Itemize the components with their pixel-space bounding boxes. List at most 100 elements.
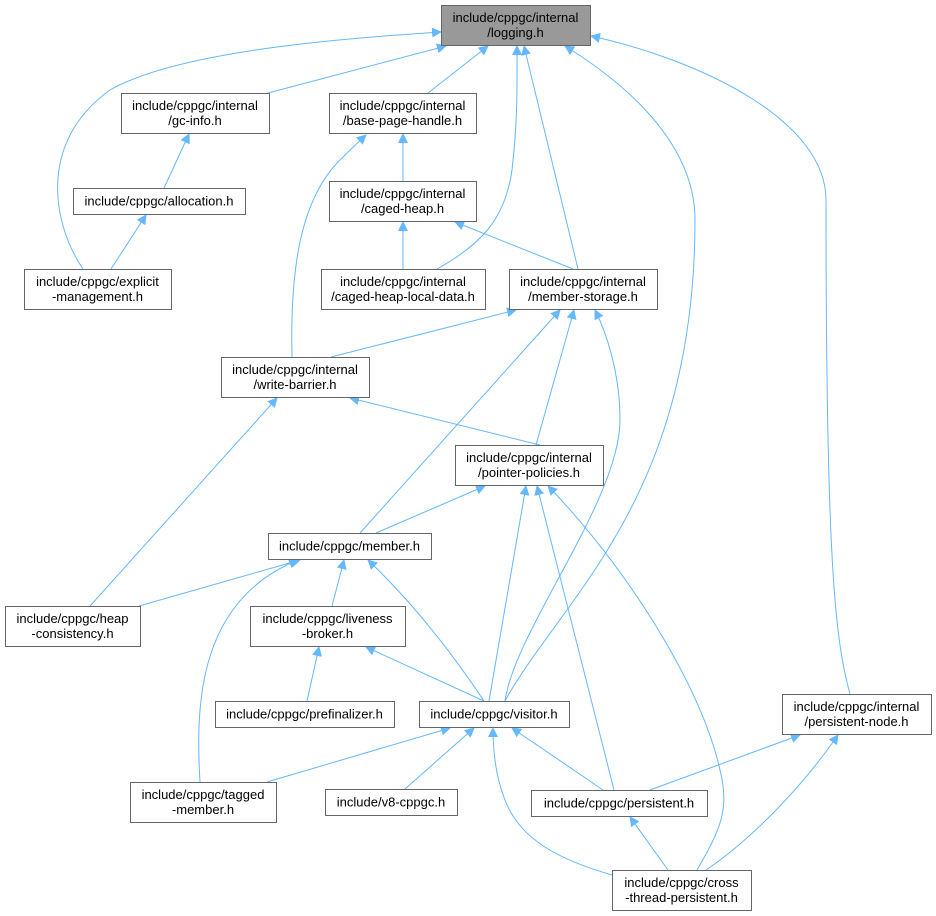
edge-prefinalizer-to-liveness-broker [306, 646, 322, 702]
node-label: -thread-persistent.h [625, 890, 738, 905]
edge-member-storage-to-logging [521, 45, 579, 270]
node-caged-heap-local-data[interactable]: include/cppgc/internal/caged-heap-local-… [321, 269, 486, 310]
node-label: -broker.h [302, 626, 353, 641]
node-box [321, 269, 486, 310]
node-member[interactable]: include/cppgc/member.h [268, 533, 432, 560]
node-label: /member-storage.h [528, 289, 638, 304]
node-label: include/cppgc/internal [453, 10, 579, 25]
node-box [419, 701, 570, 728]
edge-visitor-to-liveness-broker [365, 646, 485, 702]
edge-cross-thread-persistent-to-visitor [488, 727, 613, 876]
edge-visitor-to-pointer-policies [488, 485, 530, 702]
edge-write-barrier-to-member-storage [330, 307, 517, 358]
node-label: include/cppgc/explicit [36, 274, 159, 289]
edge-pointer-policies-to-write-barrier [349, 395, 541, 446]
edge-member-to-pointer-policies [375, 484, 486, 534]
node-visitor[interactable]: include/cppgc/visitor.h [419, 701, 570, 728]
node-label: include/cppgc/tagged [142, 787, 265, 802]
node-label: include/cppgc/liveness [262, 611, 393, 626]
node-label: include/cppgc/internal [340, 186, 466, 201]
node-label: include/cppgc/cross [624, 875, 739, 890]
edge-v8-cppgc-to-visitor [404, 727, 475, 790]
node-logging: include/cppgc/internal/logging.h [441, 5, 591, 46]
node-box [73, 188, 246, 215]
node-label: include/cppgc/internal [132, 98, 258, 113]
node-persistent[interactable]: include/cppgc/persistent.h [531, 790, 708, 817]
node-label: -consistency.h [31, 626, 113, 641]
node-label: include/cppgc/internal [794, 699, 920, 714]
node-box [612, 870, 752, 911]
node-label: include/cppgc/allocation.h [85, 194, 234, 209]
node-explicit-management[interactable]: include/cppgc/explicit-management.h [24, 269, 172, 310]
node-label: include/v8-cppgc.h [337, 795, 445, 810]
node-label: -management.h [52, 289, 143, 304]
node-heap-consistency[interactable]: include/cppgc/heap-consistency.h [5, 606, 141, 647]
edge-heap-consistency-to-member [138, 557, 301, 607]
node-box [329, 181, 477, 222]
node-label: /base-page-handle.h [343, 113, 462, 128]
node-label: /logging.h [487, 25, 543, 40]
edge-pointer-policies-to-member-storage [535, 309, 577, 446]
node-label: include/cppgc/persistent.h [544, 796, 694, 811]
edge-persistent-to-pointer-policies [534, 485, 615, 791]
node-label: include/cppgc/heap [16, 611, 128, 626]
node-box [221, 357, 370, 398]
node-box [215, 701, 395, 728]
node-cross-thread-persistent[interactable]: include/cppgc/cross-thread-persistent.h [612, 870, 752, 911]
node-allocation[interactable]: include/cppgc/allocation.h [73, 188, 246, 215]
node-box [5, 606, 141, 647]
node-write-barrier[interactable]: include/cppgc/internal/write-barrier.h [221, 357, 370, 398]
node-member-storage[interactable]: include/cppgc/internal/member-storage.h [509, 269, 658, 310]
node-base-page-handle[interactable]: include/cppgc/internal/base-page-handle.… [329, 93, 477, 134]
nodes-layer: include/cppgc/internal/logging.hinclude/… [5, 5, 932, 911]
edge-cross-thread-persistent-to-persistent [629, 816, 669, 871]
node-label: include/cppgc/internal [466, 450, 592, 465]
node-label: -member.h [172, 802, 234, 817]
edge-caged-heap-local-data-to-logging [436, 45, 523, 270]
node-box [325, 789, 458, 816]
edge-persistent-node-to-logging [590, 33, 851, 695]
node-box [782, 694, 932, 735]
edge-member-to-member-storage [359, 309, 561, 534]
node-label: /write-barrier.h [253, 377, 336, 392]
edge-tagged-member-to-member [198, 558, 299, 783]
edge-persistent-to-visitor [511, 727, 604, 791]
edge-visitor-to-member-storage [504, 309, 621, 702]
edge-visitor-to-logging [504, 45, 696, 702]
edge-heap-consistency-to-write-barrier [89, 397, 278, 607]
node-pointer-policies[interactable]: include/cppgc/internal/pointer-policies.… [455, 445, 604, 486]
node-box [121, 93, 270, 134]
node-caged-heap[interactable]: include/cppgc/internal/caged-heap.h [329, 181, 477, 222]
edge-visitor-to-member [367, 559, 485, 702]
node-label: include/cppgc/internal [232, 362, 358, 377]
node-persistent-node[interactable]: include/cppgc/internal/persistent-node.h [782, 694, 932, 735]
node-label: /gc-info.h [168, 113, 221, 128]
edge-persistent-to-persistent-node [649, 733, 801, 791]
node-label: /pointer-policies.h [478, 465, 580, 480]
node-prefinalizer[interactable]: include/cppgc/prefinalizer.h [215, 701, 395, 728]
edge-explicit-management-to-allocation [110, 214, 147, 270]
edge-cross-thread-persistent-to-persistent-node [705, 734, 839, 871]
node-label: /caged-heap.h [361, 201, 444, 216]
edge-allocation-to-gc-info [163, 133, 190, 189]
edge-member-storage-to-caged-heap [454, 220, 574, 270]
node-box [509, 269, 658, 310]
node-v8-cppgc[interactable]: include/v8-cppgc.h [325, 789, 458, 816]
edge-base-page-handle-to-logging [427, 45, 489, 94]
edge-explicit-management-to-logging [57, 27, 442, 270]
node-label: /caged-heap-local-data.h [331, 289, 475, 304]
node-liveness-broker[interactable]: include/cppgc/liveness-broker.h [250, 606, 406, 647]
node-label: include/cppgc/prefinalizer.h [226, 707, 383, 722]
node-gc-info[interactable]: include/cppgc/internal/gc-info.h [121, 93, 270, 134]
edge-cross-thread-persistent-to-pointer-policies [547, 485, 725, 871]
node-box [329, 93, 477, 134]
node-label: include/cppgc/member.h [279, 539, 420, 554]
edges-layer [57, 27, 851, 876]
node-label: include/cppgc/visitor.h [430, 707, 557, 722]
node-tagged-member[interactable]: include/cppgc/tagged-member.h [130, 782, 277, 823]
node-label: include/cppgc/internal [340, 98, 466, 113]
node-box [250, 606, 406, 647]
node-label: include/cppgc/internal [520, 274, 646, 289]
node-box [24, 269, 172, 310]
